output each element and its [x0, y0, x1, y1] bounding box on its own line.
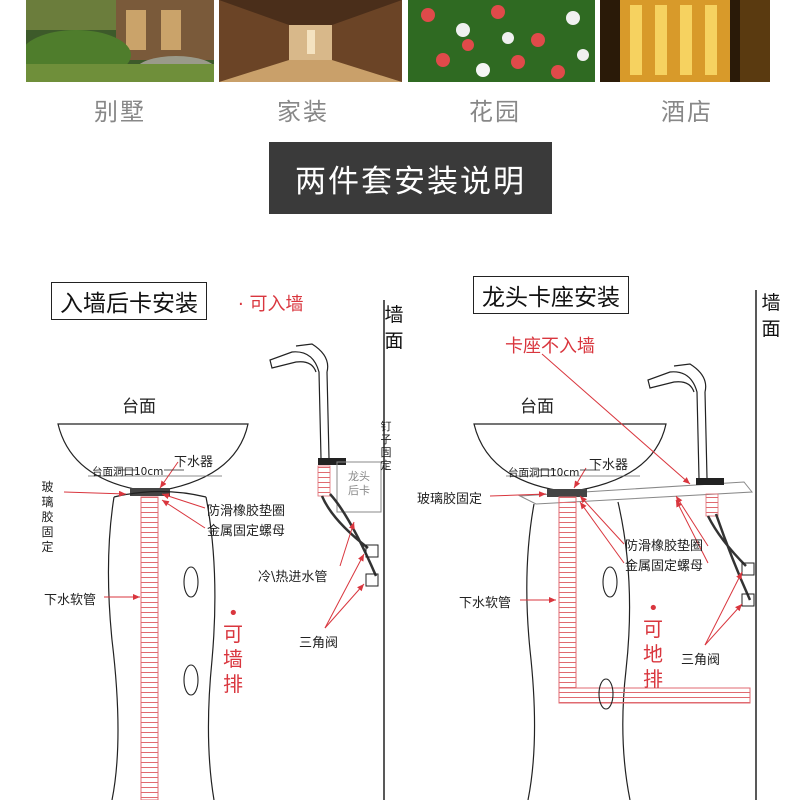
left-wall-label: 墙面 — [384, 304, 404, 352]
photo-garden — [408, 0, 595, 82]
left-hole-label: 台面洞口10cm — [92, 466, 164, 478]
right-valve-label: 三角阀 — [681, 653, 721, 668]
left-pedestal — [107, 496, 216, 800]
caption-home: 家装 — [277, 98, 329, 126]
left-drain-hose — [140, 496, 159, 800]
right-title: 龙头卡座安装 — [473, 276, 629, 314]
left-drain-label: 下水器 — [174, 455, 214, 470]
caption-hotel: 酒店 — [661, 98, 713, 126]
right-pedestal — [526, 501, 631, 800]
photo-villa — [26, 0, 214, 82]
right-gasket-label: 防滑橡胶垫圈 — [625, 539, 704, 554]
right-nut-label: 金属固定螺母 — [625, 559, 704, 574]
left-nail-label: 钉子固定 — [380, 420, 392, 472]
hotel-image — [600, 0, 770, 82]
right-inlet-hoses — [706, 513, 752, 601]
photo-hotel — [600, 0, 770, 82]
home-image — [219, 0, 402, 82]
caption-garden: 花园 — [469, 98, 521, 126]
left-hose-label: 下水软管 — [44, 593, 97, 608]
left-note: · 可入墙 — [238, 294, 304, 315]
right-counter-label: 台面 — [520, 397, 554, 417]
left-gasket-label: 防滑橡胶垫圈 — [207, 504, 286, 519]
left-glue-label: 玻璃胶固定 — [41, 480, 54, 554]
right-drain-floor-note: 可地排 — [643, 617, 663, 691]
left-title: 入墙后卡安装 — [51, 282, 207, 320]
left-nut-label: 金属固定螺母 — [207, 524, 286, 539]
photo-home — [219, 0, 402, 82]
right-wall-label: 墙面 — [761, 292, 781, 340]
right-glue-label: 玻璃胶固定 — [417, 492, 483, 507]
left-dot: • — [228, 603, 239, 624]
right-note: 卡座不入墙 — [505, 336, 595, 357]
right-faucet — [647, 363, 708, 479]
garden-image — [408, 0, 595, 82]
left-card-label: 龙头后卡 — [348, 470, 370, 497]
right-basin — [473, 423, 667, 493]
left-valve-label: 三角阀 — [299, 636, 339, 651]
caption-villa: 别墅 — [94, 98, 146, 126]
right-drain-label: 下水器 — [589, 458, 629, 473]
villa-image — [26, 0, 214, 82]
right-hole-label: 台面洞口10cm — [508, 467, 580, 479]
right-hose-label: 下水软管 — [459, 596, 512, 611]
left-faucet-card — [336, 461, 382, 513]
right-diagram — [473, 290, 757, 800]
left-drain-wall-note: 可墙排 — [223, 622, 243, 696]
left-faucet — [269, 343, 330, 459]
left-inlet-label: 冷\热进水管 — [258, 570, 328, 585]
left-inlet-hoses — [320, 493, 378, 577]
right-drain — [547, 489, 587, 497]
left-diagram — [57, 300, 385, 800]
left-basin — [57, 423, 249, 493]
right-faucet-seat — [518, 481, 753, 505]
right-dot: • — [648, 598, 659, 619]
left-counter-label: 台面 — [122, 397, 156, 417]
section-banner: 两件套安装说明 — [269, 142, 552, 214]
right-drain-hose — [558, 496, 577, 689]
